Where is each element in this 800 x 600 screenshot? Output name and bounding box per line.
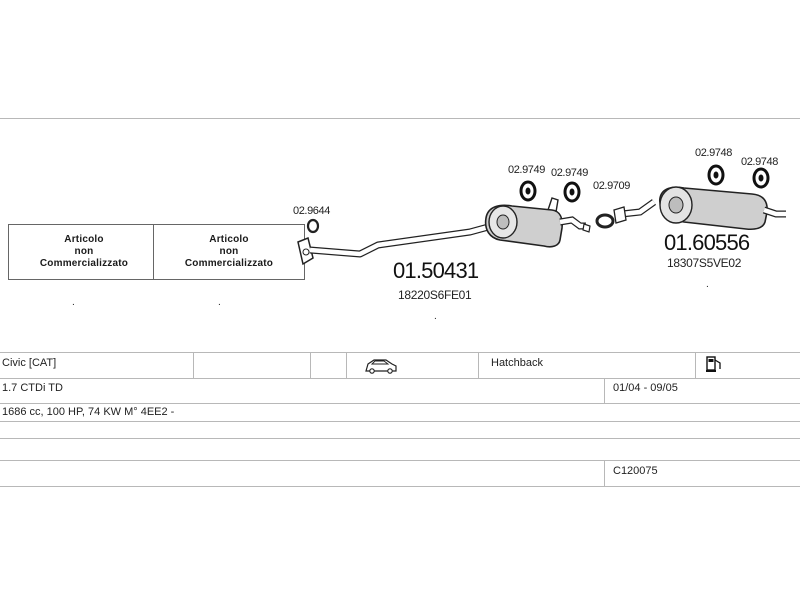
front-ring	[306, 218, 320, 234]
rubber-hanger-1	[519, 180, 537, 202]
middle-muffler-oem: 18220S6FE01	[398, 288, 472, 302]
rubber-hanger-4	[752, 167, 770, 189]
box-line-1: Articolo	[64, 234, 104, 245]
vehicle-specs: 1686 cc, 100 HP, 74 KW M° 4EE2 -	[2, 406, 175, 418]
gasket-ring	[595, 213, 615, 229]
box-line-2: non	[219, 246, 239, 257]
vehicle-body-type: Hatchback	[491, 357, 543, 369]
box-line-3: Commercializzato	[39, 258, 129, 269]
hanger-1-code-label: 02.9749	[508, 164, 545, 176]
middle-dot: .	[434, 311, 437, 322]
not-commercialized-box-2: Articolo non Commercializzato	[153, 224, 305, 280]
vehicle-period: 01/04 - 09/05	[613, 382, 678, 394]
rear-muffler-code: 01.60556	[664, 230, 750, 255]
rubber-hanger-3	[707, 164, 725, 186]
hanger-4-code-label: 02.9748	[741, 156, 778, 168]
system-code: C120075	[613, 465, 658, 477]
ring-code-label: 02.9644	[293, 205, 330, 217]
gasket-code-label: 02.9709	[593, 180, 630, 192]
box-2-dot: .	[218, 297, 221, 308]
box-line-3: Commercializzato	[184, 258, 274, 269]
middle-muffler-code: 01.50431	[393, 258, 479, 283]
vehicle-model: Civic [CAT]	[2, 357, 57, 369]
hanger-2-code-label: 02.9749	[551, 167, 588, 179]
rear-dot: .	[706, 279, 709, 290]
rubber-hanger-2	[563, 181, 581, 203]
rear-muffler-oem: 18307S5VE02	[667, 256, 742, 270]
car-icon	[365, 359, 397, 374]
hanger-3-code-label: 02.9748	[695, 147, 732, 159]
vehicle-engine: 1.7 CTDi TD	[2, 382, 63, 394]
box-line-1: Articolo	[209, 234, 249, 245]
not-commercialized-box-1: Articolo non Commercializzato	[8, 224, 160, 280]
fuel-pump-icon	[706, 356, 721, 372]
box-line-2: non	[74, 246, 94, 257]
box-1-dot: .	[72, 297, 75, 308]
front-flange	[297, 236, 314, 266]
